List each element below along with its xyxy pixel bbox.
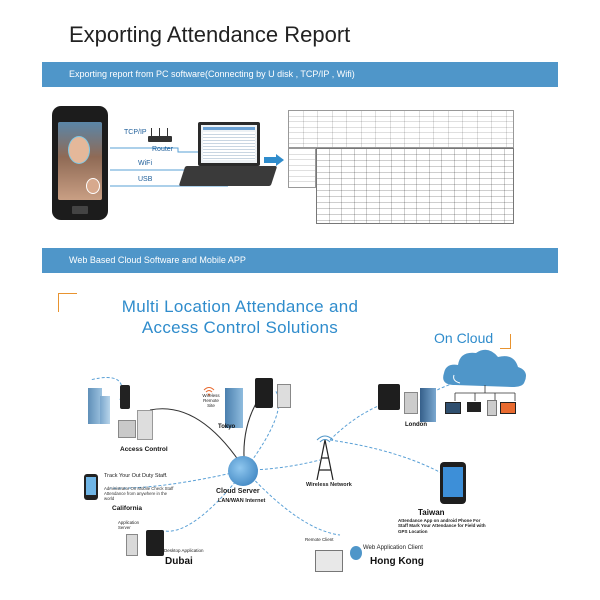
server-icon <box>487 400 497 416</box>
right-terminal-icon <box>378 384 400 410</box>
cloud-branch-lines <box>454 385 516 401</box>
phone-icon <box>84 474 98 500</box>
tokyo-building-icon <box>225 388 243 428</box>
diagram-title-line2: Access Control Solutions <box>141 318 339 337</box>
building-icon <box>88 388 102 424</box>
app-server-label: Application Server <box>118 520 140 530</box>
tokyo-label: Tokyo <box>218 424 236 430</box>
terminal-icon <box>120 385 130 409</box>
california-label: California <box>112 505 142 512</box>
section-band-cloud: Web Based Cloud Software and Mobile APP <box>42 248 558 273</box>
remote-client-icon <box>315 550 343 572</box>
globe-icon <box>228 456 258 486</box>
wireless-remote-site-label: Wireless Remote Site <box>202 393 220 408</box>
wireless-network-label: Wireless Network <box>306 482 352 488</box>
arrow-right-icon <box>264 154 284 166</box>
taiwan-description: Attendance App on android Phone For Staf… <box>398 518 486 534</box>
taiwan-label: Taiwan <box>418 508 445 517</box>
app-server-icon <box>126 534 138 556</box>
attendance-spreadsheet <box>288 110 514 224</box>
network-arcs <box>89 377 476 536</box>
page-title: Exporting Attendance Report <box>69 22 351 47</box>
taiwan-phone-icon <box>440 462 466 504</box>
track-title: Track Your Out Duty Staff. <box>104 473 168 479</box>
dubai-label: Dubai <box>165 556 193 567</box>
web-client-label: Web Application Client <box>363 545 423 551</box>
router-icon <box>148 128 172 142</box>
access-control-label: Access Control <box>120 446 168 453</box>
on-cloud-label: On Cloud <box>434 330 494 346</box>
turnstile-icon <box>118 420 136 438</box>
tcpip-label: TCP/IP <box>124 129 147 136</box>
remote-client-label: Remote Client <box>305 537 334 542</box>
cloud-icon <box>443 349 526 387</box>
wifi-icon <box>203 383 215 396</box>
section-band-export: Exporting report from PC software(Connec… <box>42 62 558 87</box>
corner-bracket <box>58 293 77 312</box>
router-label: Router <box>152 146 174 153</box>
wifi-label: WiFi <box>138 160 152 167</box>
london-label: London <box>405 422 427 428</box>
face-icon <box>68 136 90 164</box>
tower-icon <box>316 435 334 480</box>
monitor-icon <box>500 402 516 414</box>
terminal-screen <box>58 122 102 200</box>
london-building-icon <box>420 388 436 422</box>
export-illustration: TCP/IP Router WiFi USB <box>42 100 558 230</box>
laptop-small-icon <box>467 402 481 412</box>
laptop-icon <box>198 122 260 166</box>
track-description: Administrator On Mobile Check Staff Atte… <box>104 486 174 501</box>
hong-kong-label: Hong Kong <box>370 556 424 567</box>
usb-label: USB <box>138 176 153 183</box>
face-terminal <box>52 106 108 220</box>
computer-icon <box>445 402 461 414</box>
corner-bracket-right <box>500 334 511 349</box>
cloud-server-label: Cloud Server <box>216 488 260 495</box>
center-terminal-icon <box>255 378 273 408</box>
globe-small-icon <box>350 546 362 560</box>
dubai-terminal-icon <box>146 530 164 556</box>
diagram-title-line1: Multi Location Attendance and <box>121 297 359 316</box>
access-door-icon <box>137 410 153 440</box>
laptop-keyboard <box>178 166 278 186</box>
lan-wan-label: LAN/WAN Internet <box>218 498 266 504</box>
desktop-app-label: Desktop Application <box>164 548 204 553</box>
